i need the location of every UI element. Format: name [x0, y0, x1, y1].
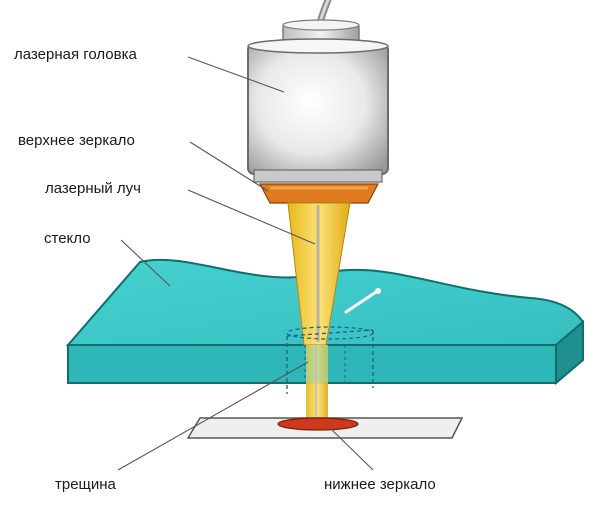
leader-upper-mirror [189, 141, 269, 192]
label-lower-mirror: нижнее зеркало [324, 476, 436, 493]
leader-glass [120, 239, 171, 287]
laser-head-body [247, 43, 389, 175]
leader-laser-head [187, 56, 285, 93]
label-laser-head: лазерная головка [14, 46, 137, 63]
label-crack: трещина [55, 476, 116, 493]
leader-crack [117, 361, 309, 471]
cut-column-outline [286, 329, 374, 394]
leader-laser-beam [187, 189, 316, 245]
lower-mirror [277, 417, 359, 431]
leader-lower-mirror [329, 427, 374, 471]
label-glass: стекло [44, 230, 91, 247]
leader-lines [117, 56, 374, 471]
glass-side-face [555, 319, 584, 386]
label-laser-beam: лазерный луч [45, 180, 141, 197]
label-upper-mirror: верхнее зеркало [18, 132, 135, 149]
